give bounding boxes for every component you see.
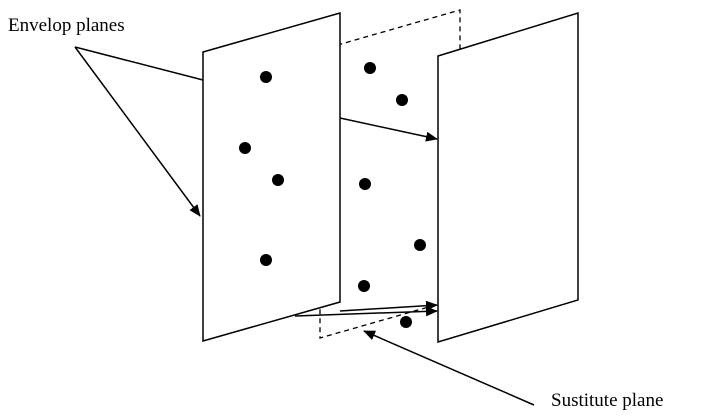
envelope-plane-left-dot [239, 142, 251, 154]
substitute-plane-label: Sustitute plane [551, 390, 663, 411]
substitute-plane-dot [396, 94, 408, 106]
projection-arrow-bottom [294, 306, 438, 317]
substitute-plane-dot [364, 62, 376, 74]
substitute-label-pointer [363, 330, 535, 406]
envelope-plane-left-dot [260, 254, 272, 266]
envelope-plane-left [202, 12, 341, 342]
substitute-plane-dot [414, 239, 426, 251]
substitute-plane-dot [359, 178, 371, 190]
envelope-plane-right [437, 11, 579, 344]
substitute-plane-dot [358, 280, 370, 292]
projection-arrow-top [339, 117, 438, 142]
envelope-label-pointer-left [74, 46, 201, 217]
envelope-plane-left-dot [260, 71, 272, 83]
projection-arrow-bottom-2 [339, 300, 438, 312]
envelope-planes-label: Envelop planes [8, 15, 125, 36]
envelope-plane-left-dot [272, 174, 284, 186]
envelope-label-pointer-right [74, 46, 204, 81]
substitute-plane-dot [400, 316, 412, 328]
